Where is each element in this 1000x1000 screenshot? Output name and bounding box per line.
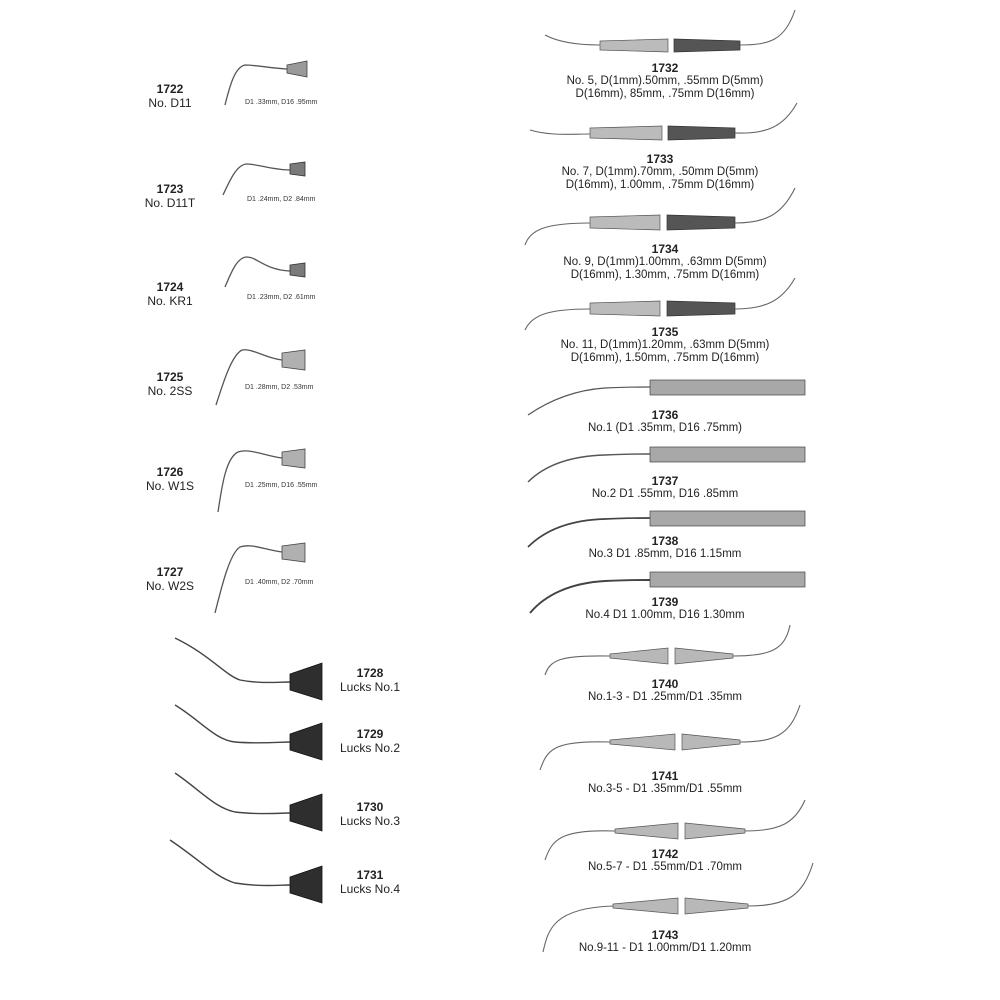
- instrument-1734-image: [524, 187, 796, 246]
- item-name: Lucks No.1: [339, 680, 401, 694]
- item-1728-label: 1728 Lucks No.1: [330, 666, 410, 694]
- item-1724-label: 1724 No. KR1: [140, 280, 200, 308]
- item-name: Lucks No.4: [339, 882, 401, 896]
- instrument-1738-image: [527, 510, 806, 548]
- item-code: 1740: [651, 677, 679, 691]
- item-1735-label: 1735 No. 11, D(1mm)1.20mm, .63mm D(5mm) …: [515, 325, 815, 365]
- item-spec-line2: D(16mm), 85mm, .75mm D(16mm): [575, 88, 755, 100]
- instrument-1737-image: [527, 446, 806, 483]
- instrument-1727-image: [214, 542, 306, 614]
- item-1734-label: 1734 No. 9, D(1mm)1.00mm, .63mm D(5mm) D…: [515, 242, 815, 282]
- item-code: 1725: [156, 370, 184, 384]
- item-code: 1737: [651, 474, 679, 488]
- item-spec-line1: No. 7, D(1mm).70mm, .50mm D(5mm): [561, 166, 759, 178]
- item-1741-label: 1741 No.3-5 - D1 .35mm/D1 .55mm: [515, 769, 815, 796]
- item-1723-label: 1723 No. D11T: [140, 182, 200, 210]
- item-code: 1732: [651, 61, 679, 75]
- item-name: No.1 (D1 .35mm, D16 .75mm): [587, 422, 742, 434]
- item-spec-line1: No. 9, D(1mm)1.00mm, .63mm D(5mm): [563, 256, 767, 268]
- item-1724-spec: D1 .23mm, D2 .61mm: [247, 294, 316, 301]
- item-1733-label: 1733 No. 7, D(1mm).70mm, .50mm D(5mm) D(…: [510, 152, 810, 192]
- item-1738-label: 1738 No.3 D1 .85mm, D16 1.15mm: [515, 534, 815, 561]
- item-name: No.5-7 - D1 .55mm/D1 .70mm: [587, 861, 742, 873]
- item-1725-spec: D1 .28mm, D2 .53mm: [245, 384, 314, 391]
- instrument-1732-image: [544, 9, 796, 53]
- item-spec-line1: No. 11, D(1mm)1.20mm, .63mm D(5mm): [560, 339, 770, 351]
- item-name: No.2 D1 .55mm, D16 .85mm: [591, 488, 739, 500]
- item-code: 1731: [356, 868, 384, 882]
- item-code: 1723: [156, 182, 184, 196]
- item-1727-label: 1727 No. W2S: [140, 565, 200, 593]
- item-code: 1729: [356, 727, 384, 741]
- instrument-1739-image: [529, 571, 806, 614]
- instrument-1740-image: [544, 624, 791, 676]
- item-1722-spec: D1 .33mm, D16 .95mm: [245, 99, 318, 106]
- item-1736-label: 1736 No.1 (D1 .35mm, D16 .75mm): [515, 408, 815, 435]
- item-1732-label: 1732 No. 5, D(1mm).50mm, .55mm D(5mm) D(…: [515, 61, 815, 101]
- item-code: 1733: [646, 152, 674, 166]
- item-code: 1722: [156, 82, 184, 96]
- item-name: No. KR1: [147, 294, 193, 308]
- instrument-1725-image: [215, 349, 306, 406]
- item-spec-line2: D(16mm), 1.50mm, .75mm D(16mm): [570, 352, 760, 364]
- item-1726-label: 1726 No. W1S: [140, 465, 200, 493]
- item-1743-label: 1743 No.9-11 - D1 1.00mm/D1 1.20mm: [515, 928, 815, 955]
- instrument-1735-image: [524, 277, 796, 331]
- instrument-1741-image: [539, 704, 801, 771]
- instrument-1723-image: [222, 161, 306, 196]
- item-1739-label: 1739 No.4 D1 1.00mm, D16 1.30mm: [515, 595, 815, 622]
- instrument-1743-image: [542, 862, 814, 953]
- item-name: No.4 D1 1.00mm, D16 1.30mm: [585, 609, 745, 621]
- instrument-1730-image: [174, 772, 323, 832]
- instrument-1726-image: [217, 448, 306, 513]
- item-name: No.3 D1 .85mm, D16 1.15mm: [588, 548, 742, 560]
- item-1742-label: 1742 No.5-7 - D1 .55mm/D1 .70mm: [515, 847, 815, 874]
- item-1722-label: 1722 No. D11: [140, 82, 200, 110]
- item-code: 1735: [651, 325, 679, 339]
- item-1727-spec: D1 .40mm, D2 .70mm: [245, 579, 314, 586]
- item-code: 1726: [156, 465, 184, 479]
- item-name: No. W2S: [145, 579, 194, 593]
- item-code: 1742: [651, 847, 679, 861]
- item-code: 1727: [156, 565, 184, 579]
- item-1726-spec: D1 .25mm, D16 .55mm: [245, 482, 318, 489]
- item-1730-label: 1730 Lucks No.3: [330, 800, 410, 828]
- instrument-1724-image: [224, 256, 306, 288]
- item-name: Lucks No.2: [339, 741, 401, 755]
- instrument-1736-image: [527, 379, 806, 416]
- item-code: 1728: [356, 666, 384, 680]
- item-code: 1724: [156, 280, 184, 294]
- instrument-1742-image: [544, 799, 806, 861]
- item-code: 1738: [651, 534, 679, 548]
- item-code: 1730: [356, 800, 384, 814]
- item-name: Lucks No.3: [339, 814, 401, 828]
- item-name: No.9-11 - D1 1.00mm/D1 1.20mm: [578, 942, 752, 954]
- item-code: 1739: [651, 595, 679, 609]
- item-name: No.3-5 - D1 .35mm/D1 .55mm: [587, 783, 742, 795]
- item-1729-label: 1729 Lucks No.2: [330, 727, 410, 755]
- item-1740-label: 1740 No.1-3 - D1 .25mm/D1 .35mm: [515, 677, 815, 704]
- item-code: 1734: [651, 242, 679, 256]
- item-code: 1743: [651, 928, 679, 942]
- item-1737-label: 1737 No.2 D1 .55mm, D16 .85mm: [515, 474, 815, 501]
- instrument-1729-image: [174, 704, 323, 761]
- instrument-1733-image: [529, 102, 798, 141]
- item-spec-line1: No. 5, D(1mm).50mm, .55mm D(5mm): [566, 75, 764, 87]
- instrument-1722-image: [224, 60, 308, 106]
- item-name: No.1-3 - D1 .25mm/D1 .35mm: [587, 691, 742, 703]
- item-spec-line2: D(16mm), 1.30mm, .75mm D(16mm): [570, 269, 760, 281]
- item-1731-label: 1731 Lucks No.4: [330, 868, 410, 896]
- instrument-1728-image: [174, 637, 323, 701]
- instrument-1731-image: [169, 839, 323, 904]
- item-1725-label: 1725 No. 2SS: [140, 370, 200, 398]
- item-1723-spec: D1 .24mm, D2 .84mm: [247, 196, 316, 203]
- item-name: No. D11: [148, 96, 192, 110]
- item-code: 1736: [651, 408, 679, 422]
- item-name: No. D11T: [144, 196, 196, 210]
- item-name: No. W1S: [145, 479, 194, 493]
- item-code: 1741: [651, 769, 679, 783]
- item-spec-line2: D(16mm), 1.00mm, .75mm D(16mm): [565, 179, 755, 191]
- item-name: No. 2SS: [147, 384, 193, 398]
